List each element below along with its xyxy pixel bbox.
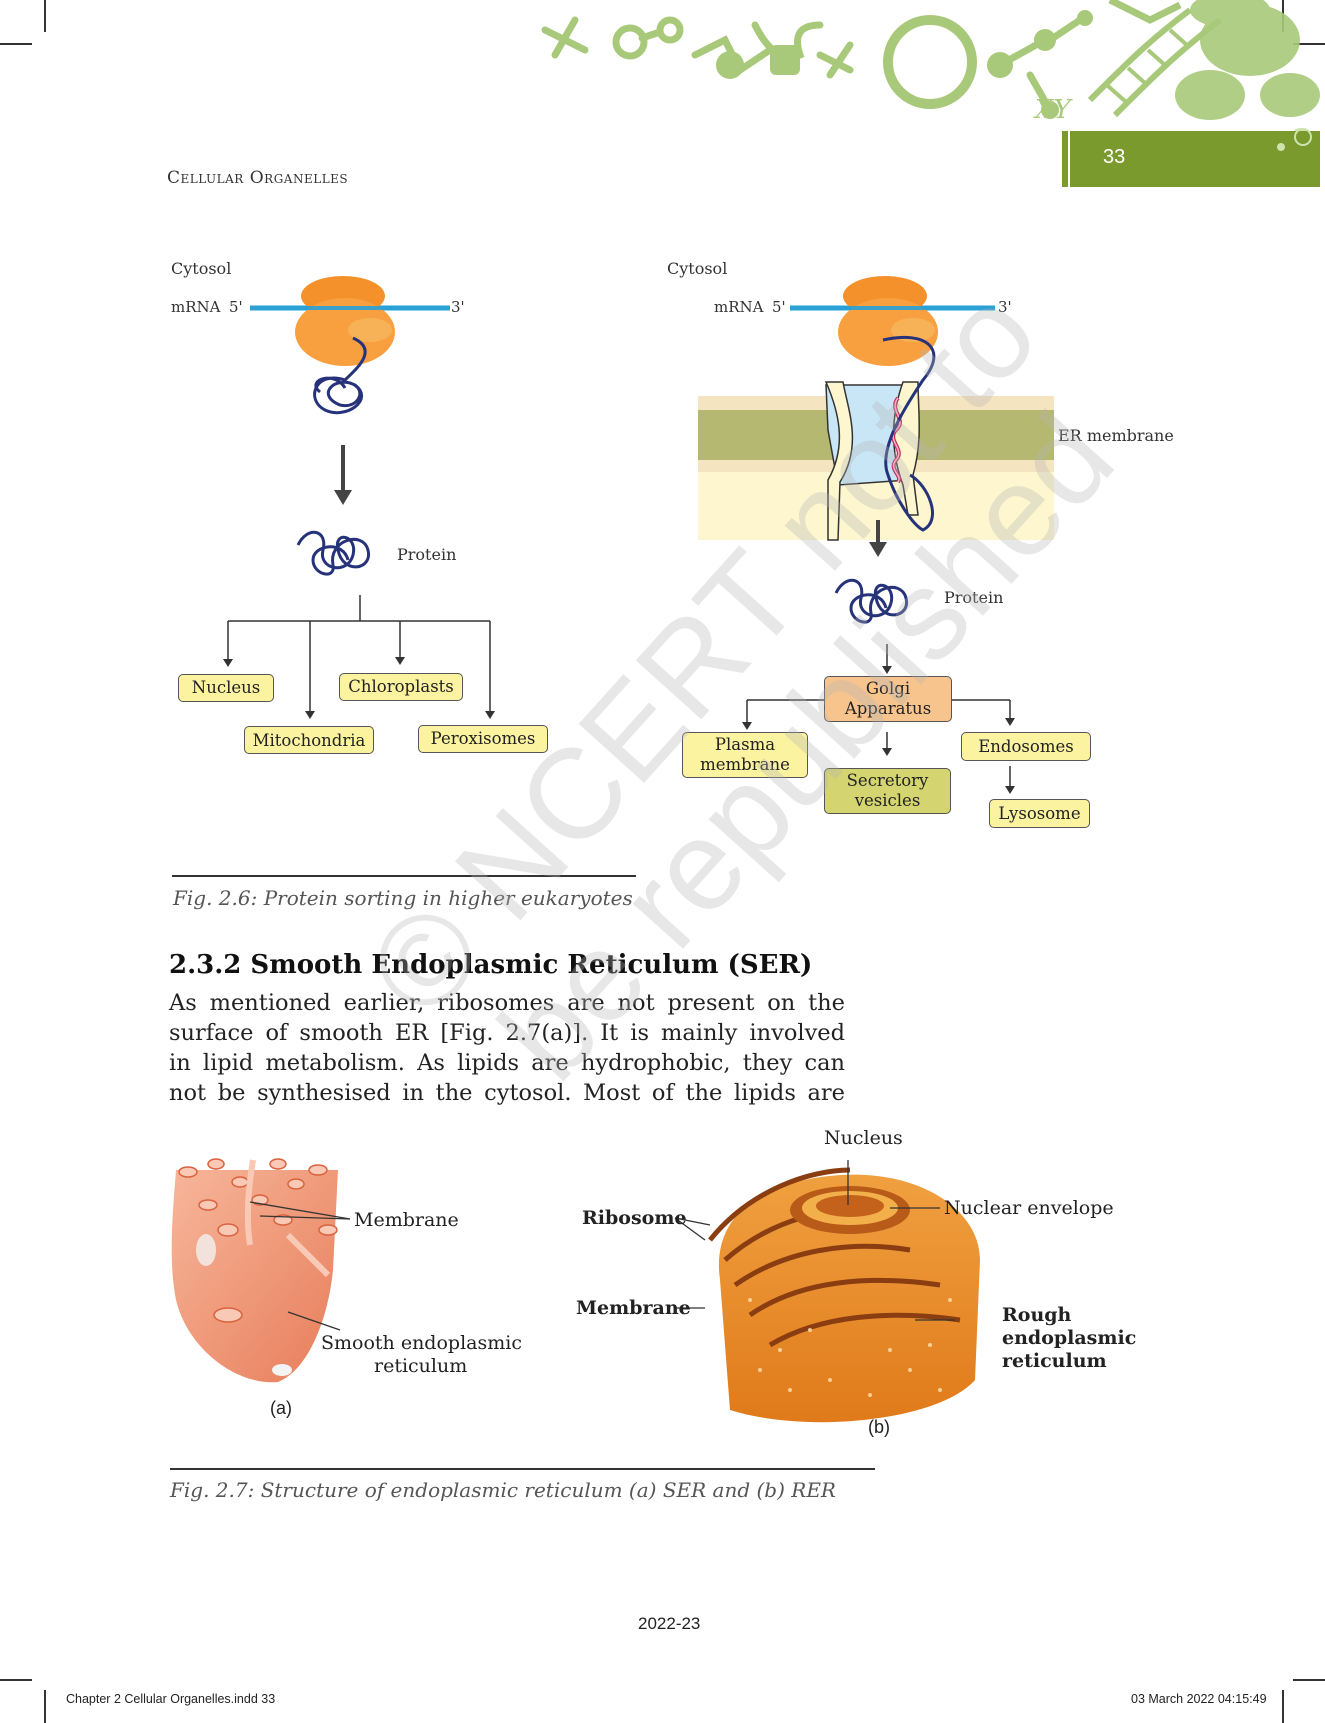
footer-year: 2022-23: [638, 1614, 701, 1633]
rer-nucleus-label: Nucleus: [824, 1127, 903, 1149]
rer-leader-lines: [674, 1160, 955, 1321]
page-number: 33: [1103, 146, 1126, 168]
rer-nuclear-envelope-label: Nuclear envelope: [944, 1197, 1114, 1219]
protein-label-left: Protein: [397, 545, 457, 564]
mrna-label-right: mRNA: [714, 298, 764, 316]
crop-mark: [0, 1679, 32, 1681]
paragraph-line: surface of smooth ER [Fig. 2.7(a)]. It i…: [169, 1020, 845, 1046]
three-prime-label-right: 3': [998, 298, 1012, 316]
crop-mark: [44, 1690, 46, 1723]
figure-2-6-caption: Fig. 2.6: Protein sorting in higher euka…: [173, 886, 633, 910]
three-prime-label-left: 3': [451, 298, 465, 316]
section-paragraph: As mentioned earlier, ribosomes are not …: [169, 988, 845, 1108]
mrna-label-left: mRNA: [171, 298, 221, 316]
plasma-membrane-box: Plasma membrane: [682, 732, 808, 778]
er-bound-ribosome-diagram: [698, 276, 1054, 560]
footer-file-info: Chapter 2 Cellular Organelles.indd 33: [66, 1692, 276, 1706]
svg-text:XY: XY: [1033, 95, 1074, 125]
ser-membrane-label: Membrane: [354, 1209, 459, 1231]
paragraph-line: not be synthesised in the cytosol. Most …: [169, 1080, 845, 1106]
secretory-vesicles-box: Secretory vesicles: [824, 768, 951, 814]
ser-name-label-line1: Smooth endoplasmic: [321, 1332, 522, 1354]
section-heading: 2.3.2 Smooth Endoplasmic Reticulum (SER): [169, 950, 813, 980]
crop-mark: [1293, 43, 1325, 45]
molecule-banner-decoration: XY: [541, 0, 1320, 135]
bubble-decoration: [1277, 128, 1312, 151]
cytosol-label-left: Cytosol: [171, 259, 232, 278]
nucleus-box: Nucleus: [178, 674, 274, 702]
five-prime-label-left: 5': [229, 298, 243, 316]
rough-er-illustration: [708, 1167, 980, 1423]
figure-2-7-caption: Fig. 2.7: Structure of endoplasmic retic…: [170, 1478, 836, 1502]
protein-label-right: Protein: [944, 588, 1004, 607]
page-number-accent-bar: [1062, 131, 1068, 187]
sorting-arrows-right: [742, 644, 1015, 794]
er-membrane-label: ER membrane: [1058, 426, 1174, 445]
five-prime-label-right: 5': [772, 298, 786, 316]
crop-mark: [1282, 1690, 1284, 1723]
page-number-box: [1070, 131, 1320, 187]
crop-mark: [0, 43, 32, 45]
chapter-running-header: Cellular Organelles: [167, 168, 349, 188]
cytosol-label-right: Cytosol: [667, 259, 728, 278]
figure-2-7-b-tag: (b): [868, 1417, 890, 1437]
rer-membrane-label: Membrane: [576, 1297, 691, 1319]
protein-coil-icon-right: [834, 579, 908, 624]
footer-timestamp: 03 March 2022 04:15:49: [1131, 1692, 1267, 1706]
rer-ribosome-label: Ribosome: [582, 1207, 687, 1229]
sorting-arrows-left: [223, 595, 495, 719]
ser-leader-lines: [249, 1201, 351, 1331]
peroxisomes-box: Peroxisomes: [418, 725, 548, 753]
lysosome-box: Lysosome: [989, 799, 1090, 828]
mitochondria-box: Mitochondria: [244, 726, 374, 754]
rer-name-label-line1: Rough: [1002, 1304, 1072, 1326]
paragraph-line: As mentioned earlier, ribosomes are not …: [169, 990, 845, 1016]
crop-mark: [44, 0, 46, 32]
figure-2-6-rule: [172, 875, 636, 877]
chloroplasts-box: Chloroplasts: [339, 673, 463, 701]
golgi-apparatus-box: Golgi Apparatus: [824, 676, 952, 722]
endosomes-box: Endosomes: [961, 732, 1091, 761]
rer-name-label-line2: endoplasmic: [1002, 1327, 1137, 1349]
crop-mark: [1293, 1679, 1325, 1681]
ser-name-label-line2: reticulum: [374, 1355, 468, 1377]
paragraph-line: in lipid metabolism. As lipids are hydro…: [169, 1050, 845, 1076]
smooth-er-illustration: [171, 1158, 338, 1383]
free-ribosome-diagram: [250, 276, 450, 505]
figure-2-7-a-tag: (a): [270, 1398, 292, 1418]
figure-2-7-rule: [170, 1468, 875, 1470]
rer-name-label-line3: reticulum: [1002, 1350, 1107, 1372]
protein-coil-icon-left: [296, 531, 370, 576]
